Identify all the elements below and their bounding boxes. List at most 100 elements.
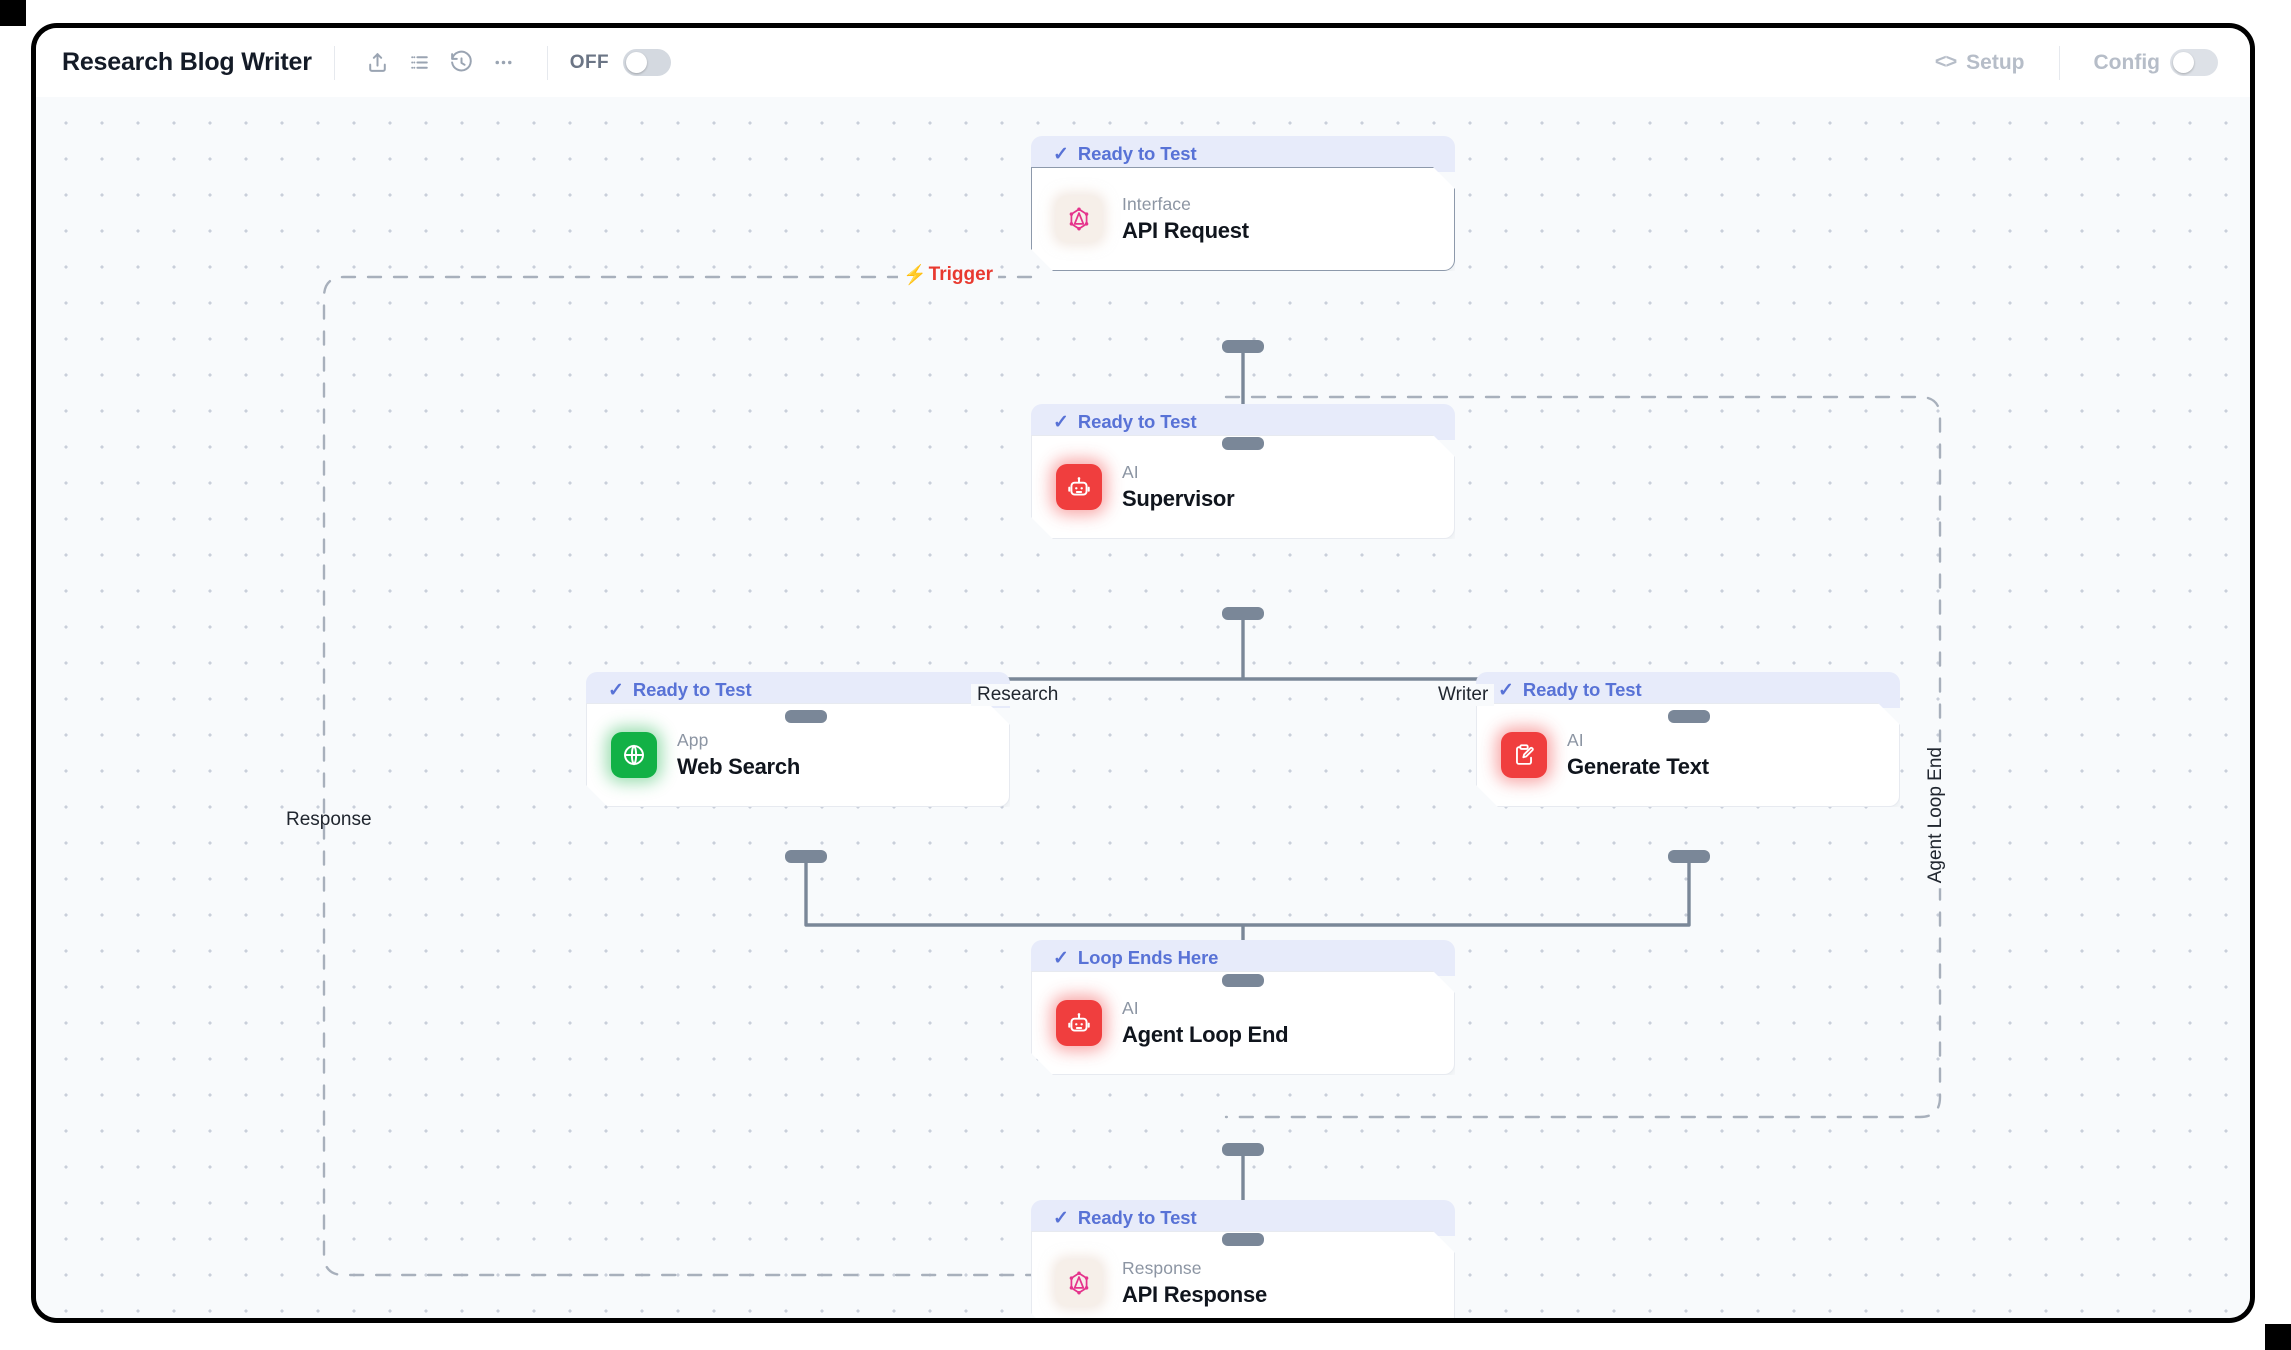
node-status-label: Loop Ends Here bbox=[1077, 947, 1219, 968]
edge-label-agent-loop-end: Agent Loop End bbox=[1925, 742, 1947, 889]
node-card-body[interactable]: AI Agent Loop End bbox=[1031, 971, 1455, 1075]
edge-label-trigger: ⚡ Trigger bbox=[898, 263, 999, 287]
node-title-label: Agent Loop End bbox=[1122, 1022, 1289, 1047]
header-divider-2 bbox=[546, 45, 548, 80]
graphql-icon bbox=[1056, 196, 1102, 242]
robot-icon bbox=[1056, 464, 1102, 510]
globe-icon bbox=[611, 732, 657, 778]
config-group[interactable]: Config bbox=[2082, 49, 2230, 76]
node-status-label: Ready to Test bbox=[1077, 1207, 1197, 1228]
node-supervisor[interactable]: ✓ Ready to Test bbox=[1031, 399, 1455, 539]
header-right-group: <> Setup Config bbox=[1923, 45, 2230, 80]
node-kind-label: AI bbox=[1122, 462, 1139, 482]
edge-generate-text-to-merge bbox=[1243, 857, 1691, 927]
node-title-label: Web Search bbox=[677, 754, 801, 779]
check-icon: ✓ bbox=[1053, 411, 1069, 433]
history-icon-button[interactable] bbox=[441, 42, 483, 84]
handle-agent-loop-end-top[interactable] bbox=[1222, 974, 1264, 987]
node-title-label: Generate Text bbox=[1567, 754, 1709, 779]
node-status-banner: ✓ Ready to Test bbox=[586, 672, 1010, 708]
node-web-search[interactable]: ✓ Ready to Test App bbox=[586, 667, 1010, 807]
node-api-request[interactable]: ✓ Ready to Test bbox=[1031, 131, 1455, 271]
node-card-body[interactable]: AI Generate Text bbox=[1476, 703, 1900, 807]
toggle-knob bbox=[626, 52, 647, 73]
node-title-label: Supervisor bbox=[1122, 486, 1235, 511]
code-brackets-icon: <> bbox=[1934, 51, 1957, 73]
more-options-icon bbox=[491, 50, 516, 75]
node-status-label: Ready to Test bbox=[1077, 143, 1197, 164]
check-icon: ✓ bbox=[1053, 1207, 1069, 1229]
config-toggle[interactable] bbox=[2170, 49, 2218, 76]
flow-edges bbox=[322, 275, 1942, 1277]
handle-generate-text-top[interactable] bbox=[1668, 710, 1710, 723]
setup-label: Setup bbox=[1966, 50, 2025, 74]
header-divider bbox=[333, 45, 335, 80]
node-generate-text[interactable]: ✓ Ready to Test AI bbox=[1476, 667, 1900, 807]
share-upload-icon-button[interactable] bbox=[357, 42, 399, 84]
node-agent-loop-end[interactable]: ✓ Loop Ends Here bbox=[1031, 935, 1455, 1075]
header-divider-3 bbox=[2058, 45, 2060, 80]
edge-trigger-dashed bbox=[322, 275, 1033, 1277]
frame-corner-mark-top-left bbox=[0, 0, 26, 26]
node-status-banner: ✓ Ready to Test bbox=[1031, 404, 1455, 440]
history-icon bbox=[449, 50, 474, 75]
node-api-response[interactable]: ✓ Ready to Test bbox=[1031, 1195, 1455, 1318]
editor-header: Research Blog Writer bbox=[36, 28, 2250, 97]
frame-corner-mark-bottom-right bbox=[2265, 1324, 2291, 1350]
node-card-body[interactable]: Interface API Request bbox=[1031, 167, 1455, 271]
node-kind-label: Response bbox=[1122, 1258, 1202, 1278]
node-kind-label: Interface bbox=[1122, 194, 1191, 214]
edge-label-trigger-text: Trigger bbox=[928, 264, 994, 285]
node-status-banner: ✓ Ready to Test bbox=[1476, 672, 1900, 708]
header-left-group: Research Blog Writer bbox=[62, 42, 671, 84]
node-title-label: API Response bbox=[1122, 1282, 1267, 1307]
edge-label-response: Response bbox=[286, 809, 372, 830]
check-icon: ✓ bbox=[1053, 143, 1069, 165]
clipboard-pencil-icon bbox=[1501, 732, 1547, 778]
handle-supervisor-bottom[interactable] bbox=[1222, 607, 1264, 620]
list-view-icon-button[interactable] bbox=[399, 42, 441, 84]
list-view-icon bbox=[407, 50, 432, 75]
workflow-title: Research Blog Writer bbox=[62, 48, 312, 76]
workflow-editor-window: Research Blog Writer bbox=[31, 23, 2255, 1323]
check-icon: ✓ bbox=[1498, 679, 1514, 701]
handle-web-search-bottom[interactable] bbox=[785, 850, 827, 863]
config-label: Config bbox=[2093, 50, 2160, 74]
handle-supervisor-top[interactable] bbox=[1222, 437, 1264, 450]
node-status-label: Ready to Test bbox=[1077, 411, 1197, 432]
node-text-group: AI Supervisor bbox=[1122, 462, 1234, 512]
node-kind-label: AI bbox=[1567, 730, 1584, 750]
check-icon: ✓ bbox=[608, 679, 624, 701]
more-options-icon-button[interactable] bbox=[483, 42, 525, 84]
edge-web-search-to-merge bbox=[804, 857, 1243, 927]
node-status-label: Ready to Test bbox=[1522, 679, 1642, 700]
handle-api-response-top[interactable] bbox=[1222, 1233, 1264, 1246]
node-title-label: API Request bbox=[1122, 218, 1249, 243]
check-icon: ✓ bbox=[1053, 947, 1069, 969]
node-card-body[interactable]: AI Supervisor bbox=[1031, 435, 1455, 539]
setup-button[interactable]: <> Setup bbox=[1923, 51, 2037, 75]
workflow-enable-group[interactable]: OFF bbox=[570, 49, 671, 76]
node-text-group: App Web Search bbox=[677, 730, 800, 780]
share-upload-icon bbox=[365, 50, 390, 75]
robot-icon bbox=[1056, 1000, 1102, 1046]
handle-generate-text-bottom[interactable] bbox=[1668, 850, 1710, 863]
lightning-bolt-icon: ⚡ bbox=[903, 264, 927, 286]
config-toggle-knob bbox=[2173, 52, 2194, 73]
workflow-enable-toggle[interactable] bbox=[623, 49, 671, 76]
handle-api-request-bottom[interactable] bbox=[1222, 340, 1264, 353]
handle-agent-loop-end-bottom[interactable] bbox=[1222, 1143, 1264, 1156]
graphql-icon bbox=[1056, 1260, 1102, 1306]
node-status-banner: ✓ Ready to Test bbox=[1031, 136, 1455, 172]
node-kind-label: AI bbox=[1122, 998, 1139, 1018]
node-text-group: Interface API Request bbox=[1122, 194, 1249, 244]
handle-web-search-top[interactable] bbox=[785, 710, 827, 723]
node-kind-label: App bbox=[677, 730, 709, 750]
node-text-group: AI Agent Loop End bbox=[1122, 998, 1288, 1048]
node-status-label: Ready to Test bbox=[632, 679, 752, 700]
node-status-banner: ✓ Ready to Test bbox=[1031, 1200, 1455, 1236]
workflow-canvas[interactable]: ⚡ Trigger Research Writer Response Agent… bbox=[36, 97, 2250, 1318]
node-status-banner: ✓ Loop Ends Here bbox=[1031, 940, 1455, 976]
node-text-group: Response API Response bbox=[1122, 1258, 1267, 1308]
